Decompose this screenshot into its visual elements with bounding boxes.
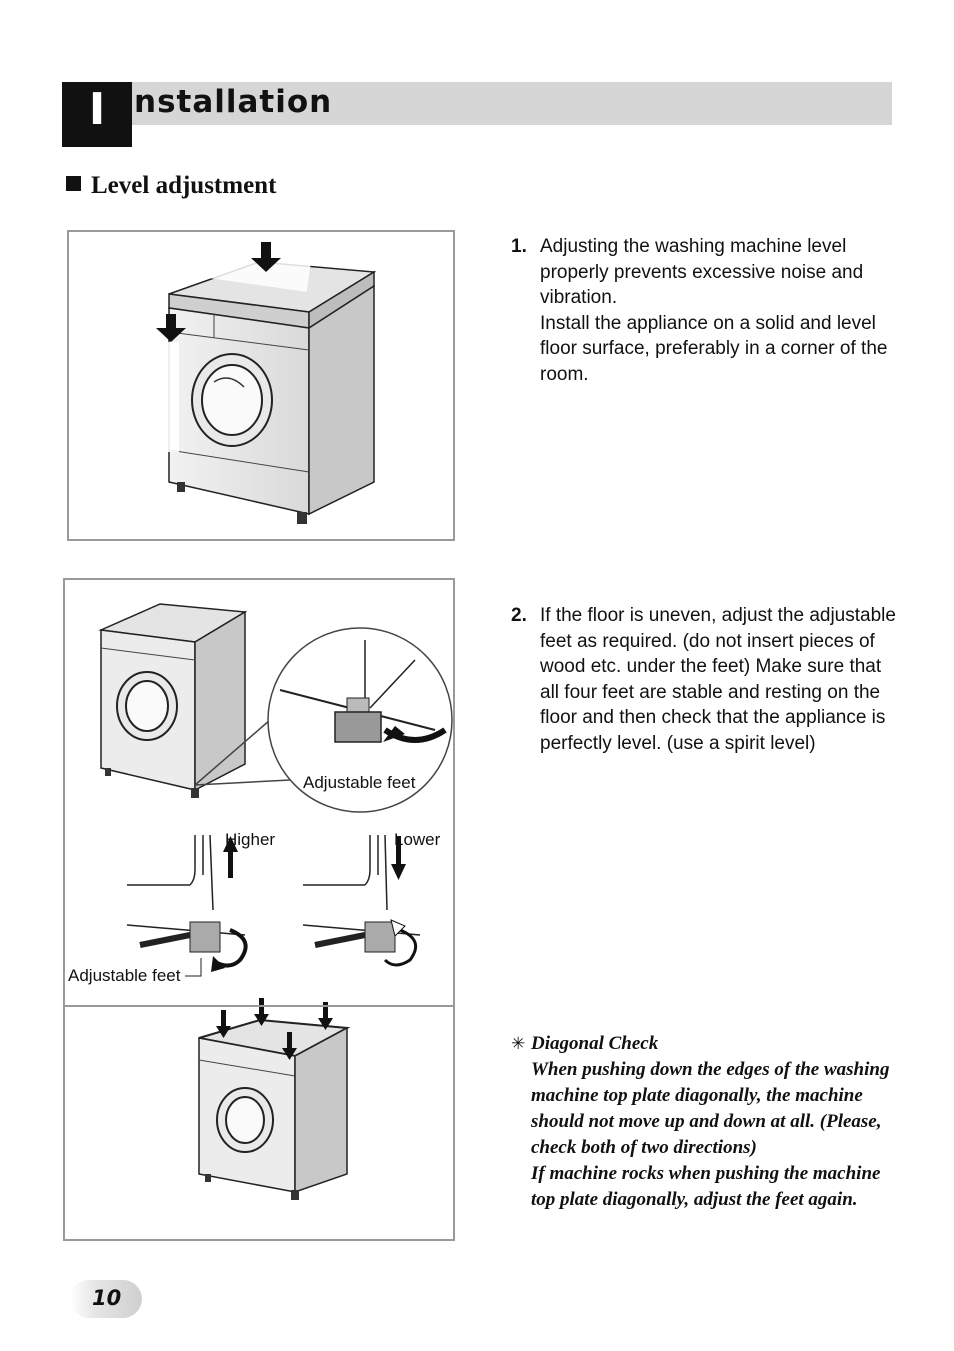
step-1: 1. Adjusting the washing machine level p… [511, 234, 896, 387]
page-title: nstallation [134, 84, 333, 120]
page-number: 10 [92, 1286, 122, 1310]
diagonal-check-note: ✳ Diagonal Check When pushing down the e… [511, 1031, 901, 1213]
step-1-number: 1. [511, 236, 527, 257]
figure-divider [63, 1005, 455, 1007]
washing-machine-illustration [156, 242, 377, 524]
note-text: When pushing down the edges of the washi… [531, 1059, 890, 1158]
adjustable-feet-label: Adjustable feet [68, 966, 181, 985]
header-banner [62, 82, 892, 125]
figure-level-machine [67, 230, 455, 541]
section-title: Level adjustment [91, 172, 277, 199]
step-1-text-2: Install the appliance on a solid and lev… [540, 312, 888, 385]
adjustable-feet-callout: Adjustable feet [303, 773, 416, 792]
step-2: 2. If the floor is uneven, adjust the ad… [511, 603, 896, 756]
step-1-text: Adjusting the washing machine level prop… [540, 236, 864, 308]
adjustable-feet-illustration [98, 603, 453, 1200]
note-title: Diagonal Check [531, 1033, 659, 1054]
header-initial: I [62, 82, 132, 147]
note-text-2: If machine rocks when pushing the machin… [531, 1163, 881, 1210]
step-2-number: 2. [511, 605, 527, 626]
asterisk-icon: ✳ [511, 1034, 526, 1054]
section-heading: Level adjustment [66, 172, 276, 200]
higher-label: Higher [225, 830, 276, 849]
step-2-text: If the floor is uneven, adjust the adjus… [540, 605, 896, 754]
figure-adjustable-feet: Adjustable feet Higher Lower Adjustable … [63, 578, 455, 1241]
square-bullet-icon [66, 176, 81, 191]
lower-label: Lower [394, 830, 441, 849]
page-number-badge [70, 1280, 142, 1318]
